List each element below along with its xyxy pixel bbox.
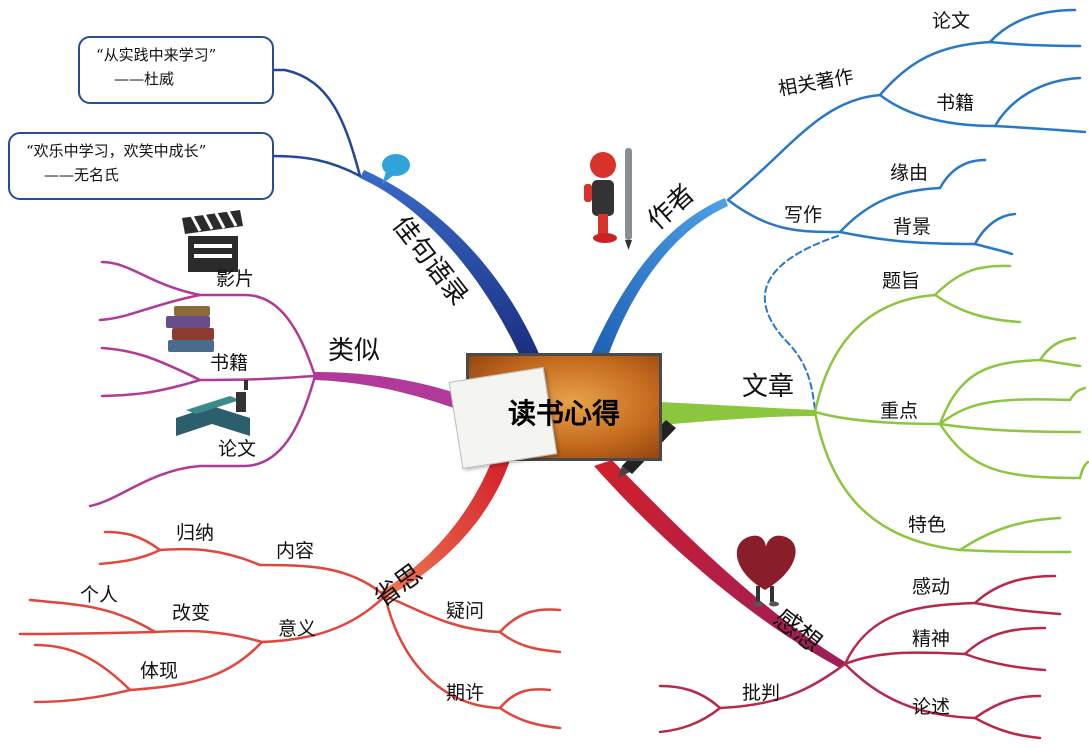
node-author-writing-reason[interactable]: 缘由 [890,162,929,184]
node-feelings-discussion[interactable]: 论述 [912,696,951,718]
node-feelings-moved[interactable]: 感动 [912,576,951,598]
reflection-links [18,530,562,730]
branch-quotes-main [360,170,540,356]
open-book-icon [176,380,250,436]
node-feelings-critique[interactable]: 批判 [742,682,781,704]
node-author-works-books[interactable]: 书籍 [936,92,975,114]
heart-figure-icon [736,535,796,607]
node-author-writing[interactable]: 写作 [784,204,823,226]
branch-label-article[interactable]: 文章 [742,372,795,402]
center-title: 读书心得 [507,397,620,430]
book-stack-icon [166,306,214,352]
node-similar-books[interactable]: 书籍 [210,352,249,374]
speech-bubble-icon [382,154,410,184]
quote-author-2: ——无名氏 [44,166,120,184]
node-similar-films[interactable]: 影片 [216,268,255,290]
branch-label-similar[interactable]: 类似 [328,336,381,366]
node-author-writing-background[interactable]: 背景 [893,216,932,238]
branch-author-main [590,198,728,356]
node-reflection-summarize[interactable]: 归纳 [176,522,215,544]
quote-box-1[interactable]: “从实践中来学习” ——杜威 [78,36,274,104]
node-author-works-paper[interactable]: 论文 [932,10,971,32]
branch-reflection-main [380,460,510,598]
author-article-dashed-link [763,235,839,411]
node-reflection-change[interactable]: 改变 [172,602,211,624]
similar-links [88,260,317,508]
branch-similar-main [315,372,470,414]
quotes-links [268,68,362,178]
node-reflection-personal[interactable]: 个人 [80,584,119,606]
branch-feelings-main [594,460,845,668]
node-similar-papers[interactable]: 论文 [218,438,257,460]
quote-box-2[interactable]: “欢乐中学习，欢笑中成长” ——无名氏 [8,132,274,200]
figure-with-pen-icon [584,148,632,250]
author-links [726,8,1087,256]
sub-branches [18,8,1089,740]
quote-text-1: “从实践中来学习” [96,46,217,64]
feelings-links [658,574,1062,740]
quote-text-2: “欢乐中学习，欢笑中成长” [26,142,207,160]
node-reflection-question[interactable]: 疑问 [446,600,485,622]
node-article-features[interactable]: 特色 [908,514,947,536]
quote-author-1: ——杜威 [114,70,175,88]
main-branches [315,170,845,668]
center-node[interactable]: 读书心得 [448,353,662,469]
node-reflection-expectation[interactable]: 期许 [446,682,485,704]
article-links [813,264,1089,554]
node-reflection-content[interactable]: 内容 [276,540,315,562]
film-clapper-icon [182,210,243,272]
node-feelings-spirit[interactable]: 精神 [912,628,951,650]
node-article-theme[interactable]: 题旨 [882,270,921,292]
node-reflection-embody[interactable]: 体现 [140,660,179,682]
node-reflection-meaning[interactable]: 意义 [278,618,317,640]
node-article-key-points[interactable]: 重点 [880,400,919,422]
branch-article-main [660,402,815,425]
